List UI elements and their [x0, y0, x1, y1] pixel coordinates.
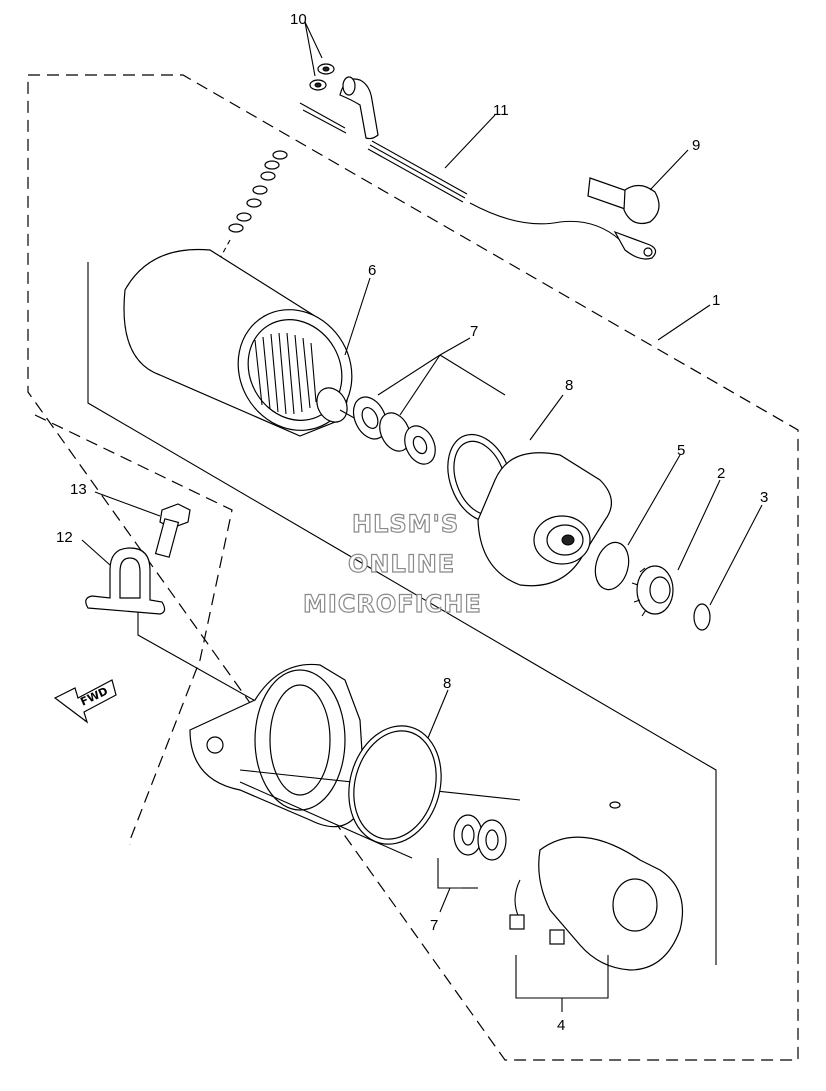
lead-wire-part-11	[299, 76, 657, 260]
reference-line-upper	[87, 262, 717, 965]
callout-1: 1	[712, 292, 720, 309]
callout-11: 11	[493, 102, 509, 119]
circlip-part-3	[693, 603, 711, 631]
leader-lines	[81, 21, 763, 1012]
callout-3: 3	[760, 489, 768, 506]
nuts-part-10	[309, 63, 335, 91]
callout-6: 6	[368, 262, 376, 279]
callout-9: 9	[692, 137, 700, 154]
washer-stack	[217, 150, 288, 263]
callout-8-lower: 8	[443, 675, 451, 692]
front-cover	[477, 452, 612, 587]
washers-part-7-upper	[352, 396, 436, 465]
assembly-boundary-dashed	[27, 74, 799, 1061]
callout-5: 5	[677, 442, 685, 459]
clamp-part-12	[85, 547, 166, 615]
callout-4: 4	[557, 1017, 565, 1034]
reference-line-clamp	[137, 612, 269, 709]
brush-holder-part-4	[509, 801, 684, 971]
washers-part-7-lower	[437, 814, 507, 889]
rear-cover	[189, 663, 366, 828]
oring-part-8-lower-inner	[353, 730, 437, 840]
callout-8-upper: 8	[565, 377, 573, 394]
watermark-line-3: MICROFICHE	[303, 590, 482, 618]
oring-part-5	[594, 541, 630, 591]
watermark-line-1: HLSM'S	[352, 510, 459, 538]
through-bolt-lower	[239, 781, 413, 859]
callout-10: 10	[290, 11, 307, 28]
callout-7-lower: 7	[430, 917, 438, 934]
callout-2: 2	[717, 465, 725, 482]
callout-13: 13	[70, 481, 87, 498]
watermark-line-2: ONLINE	[348, 550, 455, 578]
clamp-group-boundary-dashed	[34, 414, 233, 845]
callout-12: 12	[56, 529, 73, 546]
callout-7-upper: 7	[470, 323, 478, 340]
pinion-gear-part-2	[631, 565, 674, 617]
bolt-part-13	[154, 503, 191, 558]
fwd-arrow	[53, 679, 117, 724]
terminal-boot-part-9	[587, 177, 660, 225]
starter-yoke-part-6	[123, 248, 421, 456]
